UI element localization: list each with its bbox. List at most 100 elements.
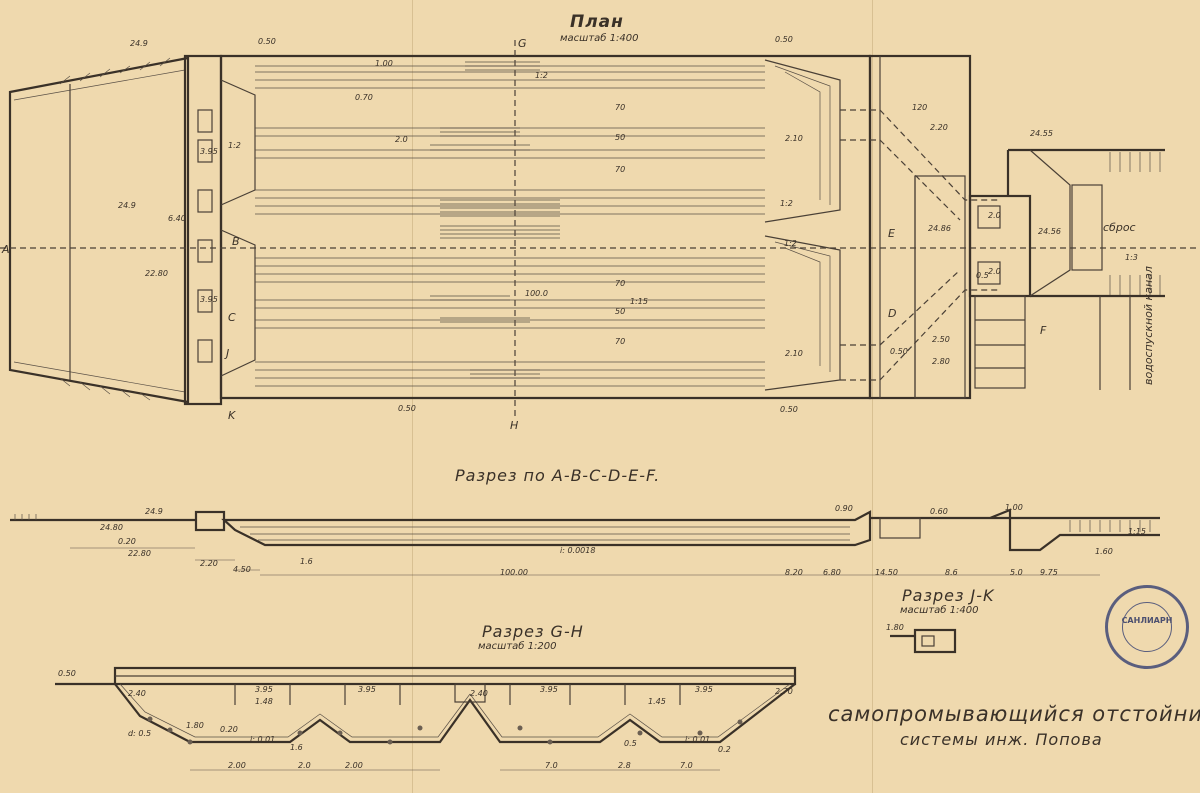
dim-label: 2.20	[200, 559, 218, 568]
dim-label: 0.5	[976, 271, 989, 280]
dim-label: 2.40	[128, 689, 146, 698]
dim-label: 1.6	[290, 743, 303, 752]
dim-label: 2.0	[298, 761, 311, 770]
outlet-pipes	[840, 109, 1000, 381]
dim-label: 24.55	[1030, 129, 1053, 138]
cut-label-k: K	[228, 409, 236, 422]
dim-label: 1:2	[535, 71, 548, 80]
cut-label-d: D	[888, 307, 897, 320]
section-gh-scale: масштаб 1:200	[478, 641, 557, 652]
dim-label: 2.20	[930, 123, 948, 132]
gh-bottom-inner	[119, 683, 471, 738]
dim-label: 0.20	[118, 537, 136, 546]
inlet-wall-hatch	[59, 377, 151, 401]
section-gh-title: Разрез G-H	[482, 622, 584, 641]
cut-label-h: H	[510, 419, 519, 432]
section-jk-title: Разрез J-K	[902, 586, 995, 605]
dim-label: 2.0	[988, 211, 1001, 220]
dim-label: 22.80	[128, 549, 151, 558]
dim-label: 3.95	[255, 685, 273, 694]
jk-inner	[921, 635, 935, 647]
dim-label: i: 0.01	[250, 735, 276, 744]
dim-label: 7.0	[545, 761, 558, 770]
plan-title: План	[570, 12, 624, 32]
caption-line1: самопромывающийся отстойник	[828, 702, 1200, 726]
section-abcdef-title: Разрез по A-B-C-D-E-F.	[455, 466, 661, 485]
dim-label: d: 0.5	[128, 729, 152, 738]
dim-label: 0.50	[258, 37, 276, 46]
plan-view	[0, 40, 1200, 420]
spillway-body	[1071, 184, 1103, 271]
cut-label-b: B	[232, 235, 240, 248]
dim-label: 1.6	[300, 557, 313, 566]
dim-label: 9.75	[1040, 568, 1058, 577]
gh-pipe-dots	[147, 716, 743, 745]
dim-label: 24.9	[118, 201, 136, 210]
dim-label: 50	[615, 133, 626, 142]
library-stamp	[1105, 585, 1189, 669]
dim-label: 0.2	[718, 745, 731, 754]
dim-label: 1.80	[186, 721, 204, 730]
dim-label: 4.50	[233, 565, 251, 574]
dim-label: 1:3	[1125, 253, 1138, 262]
fold-line	[412, 0, 413, 793]
dim-label: 0.50	[775, 35, 793, 44]
library-stamp-inner	[1122, 602, 1172, 652]
dim-label: 2.00	[345, 761, 363, 770]
dim-label: 3.95	[358, 685, 376, 694]
dim-label: 0.50	[780, 405, 798, 414]
dim-label: 0.50	[398, 404, 416, 413]
cut-label-c: C	[228, 311, 236, 324]
cut-label-f: F	[1040, 324, 1047, 337]
outlet-slopes	[764, 59, 841, 391]
spillway-boxes	[974, 295, 1026, 389]
dim-label: 1.60	[1095, 547, 1113, 556]
dim-label: 7.0	[680, 761, 693, 770]
outlet-chamber	[914, 175, 966, 399]
dim-label: 3.95	[200, 295, 218, 304]
dim-label: 0.50	[58, 669, 76, 678]
dim-label: 0.70	[355, 93, 373, 102]
fold-line	[872, 0, 873, 793]
outlet-pipes	[840, 139, 961, 346]
dim-label: 2.10	[785, 134, 803, 143]
dim-label: 24.9	[145, 507, 163, 516]
dim-label: 2.70	[775, 687, 793, 696]
weir-cell	[977, 261, 1001, 285]
dim-label: 3.95	[540, 685, 558, 694]
dim-label: 1.00	[375, 59, 393, 68]
dim-label: 2.8	[618, 761, 631, 770]
cut-label-a: A	[2, 243, 10, 256]
dim-label: 2.40	[470, 689, 488, 698]
spillway-outline	[1006, 148, 1165, 298]
chamber-section	[194, 510, 226, 532]
dim-label: 2.10	[785, 349, 803, 358]
section-jk-scale: масштаб 1:400	[900, 605, 979, 616]
inlet-outline	[8, 56, 190, 404]
dim-label: 70	[615, 103, 626, 112]
basin-outline	[219, 54, 872, 400]
basin-section	[221, 510, 872, 547]
dim-label: 8.6	[945, 568, 958, 577]
section-abcdef-view	[10, 508, 1160, 576]
dim-label: i: 0.01	[685, 735, 711, 744]
dim-label: 1:2	[780, 199, 793, 208]
dim-label: 24.56	[1038, 227, 1061, 236]
dim-label: 1:2	[784, 239, 797, 248]
distribution-chamber	[183, 54, 223, 406]
dim-label: 6.40	[168, 214, 186, 223]
dim-label: 0.50	[890, 347, 908, 356]
dim-label: i: 0.0018	[560, 546, 596, 555]
dim-label: 1:15	[630, 297, 648, 306]
dim-label: 0.60	[930, 507, 948, 516]
dim-label: 120	[912, 103, 928, 112]
dim-label: 1.45	[648, 697, 666, 706]
drain-canal-label: водоспускной канал	[1142, 266, 1155, 385]
outlet-slopes-inner	[774, 65, 831, 372]
gh-bottom-profile	[114, 683, 796, 744]
dim-label: 0.90	[835, 504, 853, 513]
cut-label-j: J	[226, 347, 230, 360]
dim-label: 100.0	[525, 289, 548, 298]
dim-label: 8.20	[785, 568, 803, 577]
weir-cell	[977, 205, 1001, 229]
